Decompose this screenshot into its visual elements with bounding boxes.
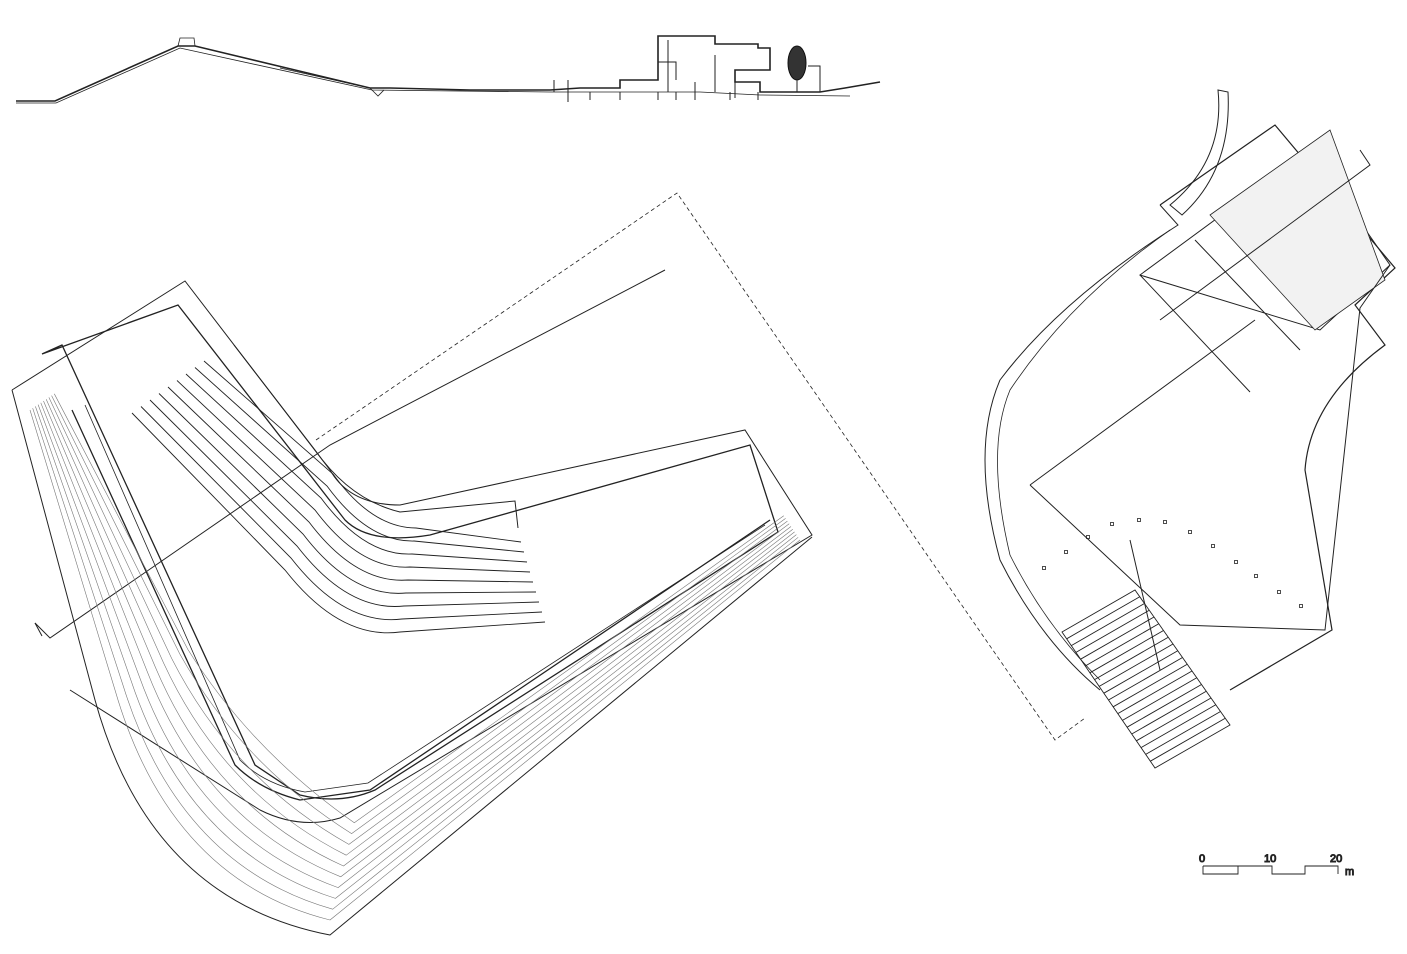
- stair-tread: [1103, 650, 1178, 694]
- amphitheatre-plan: [11, 269, 813, 936]
- building-plan: [984, 89, 1396, 769]
- entrance-stairs: [1061, 589, 1231, 769]
- tree-icon: [787, 45, 807, 92]
- column-marker: [1110, 522, 1114, 526]
- stair-tread: [1126, 684, 1202, 728]
- column-marker: [1163, 520, 1167, 524]
- terrace-line: [37, 404, 795, 888]
- amphitheatre-seating-rows: [131, 360, 546, 634]
- terrace-line: [35, 406, 797, 899]
- stair-tread: [1145, 711, 1221, 755]
- site-section: [16, 35, 881, 104]
- terrace-line: [48, 397, 788, 845]
- column-marker: [1299, 604, 1303, 608]
- column-marker: [1211, 544, 1215, 548]
- stair-tread: [1122, 677, 1197, 721]
- column-marker: [1137, 518, 1141, 522]
- stair-tread: [1108, 657, 1183, 701]
- stair-tread: [1075, 609, 1150, 653]
- scale-bar: 0 10 20 m: [1199, 853, 1355, 879]
- seating-row: [176, 380, 531, 573]
- stair-tread: [1136, 697, 1212, 742]
- column-marker: [1254, 574, 1258, 578]
- stair-tread: [1089, 630, 1164, 674]
- seating-row: [158, 393, 537, 594]
- amphitheatre-terraces: [29, 393, 801, 921]
- column-marker: [1042, 566, 1046, 570]
- stair-tread: [1098, 643, 1174, 687]
- stair-tread: [1131, 690, 1207, 735]
- stair-tread: [1071, 603, 1145, 646]
- scale-tick-20: 20: [1330, 853, 1342, 865]
- terrace-line: [32, 408, 799, 910]
- scale-tick-0: 0: [1199, 853, 1205, 865]
- seating-row: [194, 367, 525, 553]
- stair-tread: [1150, 717, 1226, 762]
- scale-tick-10: 10: [1264, 853, 1276, 865]
- seating-row: [149, 399, 540, 607]
- seating-row: [185, 373, 528, 563]
- stair-outline: [1061, 589, 1231, 769]
- terrace-line: [29, 409, 801, 921]
- stair-tread: [1066, 596, 1140, 640]
- stair-tread: [1094, 636, 1169, 680]
- terrace-line: [43, 400, 792, 867]
- stair-tread: [1080, 616, 1155, 660]
- terrace-line: [40, 402, 793, 878]
- column-marker: [1086, 535, 1090, 539]
- scale-unit: m: [1345, 866, 1354, 878]
- seating-row: [203, 360, 522, 543]
- stair-tread: [1117, 670, 1193, 714]
- site-boundary: [315, 192, 1086, 741]
- stair-tread: [1085, 623, 1159, 667]
- column-marker: [1234, 560, 1238, 564]
- column-markers: [1042, 518, 1303, 608]
- column-marker: [1188, 530, 1192, 534]
- seating-row: [140, 406, 543, 621]
- terrace-line: [45, 399, 790, 856]
- column-marker: [1064, 550, 1068, 554]
- seating-row: [131, 412, 546, 634]
- seating-row: [167, 386, 534, 583]
- terrace-line: [54, 393, 784, 824]
- stair-tread: [1140, 704, 1216, 748]
- terrace-line: [51, 395, 786, 834]
- stair-tread: [1112, 663, 1188, 708]
- column-marker: [1277, 590, 1281, 594]
